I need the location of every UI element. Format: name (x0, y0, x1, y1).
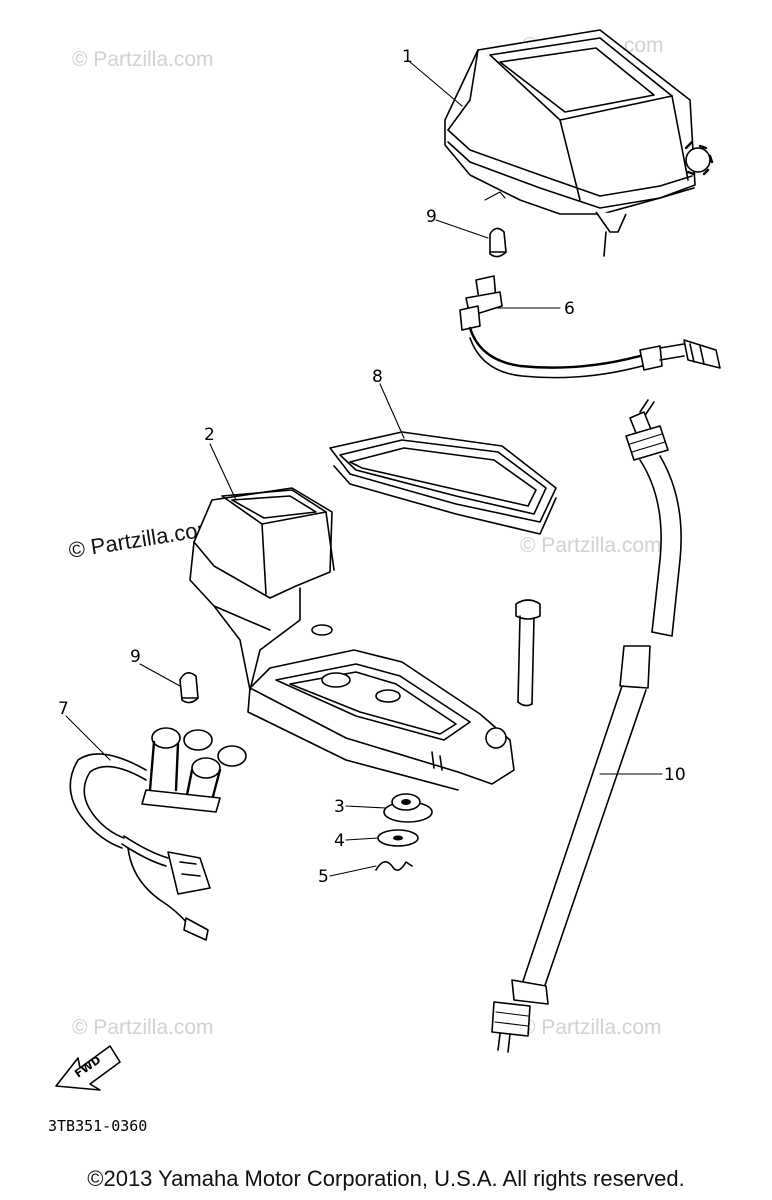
callout-2: 2 (204, 425, 215, 445)
part-5-clip (375, 861, 413, 871)
copyright-notice: ©2013 Yamaha Motor Corporation, U.S.A. A… (87, 1166, 685, 1191)
part-8-gasket (329, 431, 557, 535)
callout-1: 1 (402, 47, 413, 67)
meter-bracket (247, 624, 515, 791)
watermark: © Partzilla.com (72, 1016, 214, 1039)
part-10-speedometer-cable (491, 399, 682, 1053)
watermark: © Partzilla.com (520, 534, 662, 557)
diagram-code: 3TB351-0360 (48, 1117, 147, 1135)
bolt (515, 599, 541, 707)
callout-6: 6 (564, 299, 575, 319)
callout-5: 5 (318, 867, 329, 887)
part-4-washer (377, 829, 419, 847)
callout-4: 4 (334, 831, 345, 851)
callout-8: 8 (372, 367, 383, 387)
callout-7: 7 (58, 699, 69, 719)
watermark: © Partzilla.com (520, 1016, 662, 1039)
part-9-bulb-lower (179, 672, 199, 704)
part-1-meter-housing (444, 29, 714, 257)
part-3-grommet (383, 793, 433, 823)
part-9-bulb-upper (489, 227, 507, 258)
callout-9: 9 (426, 207, 437, 227)
watermark: © Partzilla.com (72, 48, 214, 71)
callout-10: 10 (664, 765, 686, 785)
part-6-socket-wire (459, 275, 721, 379)
callout-9: 9 (130, 647, 141, 667)
fwd-arrow: FWD (55, 1045, 121, 1091)
callout-3: 3 (334, 797, 345, 817)
part-2-meter-case (189, 487, 335, 691)
part-7-wire-harness (69, 727, 247, 941)
leader-lines (65, 61, 663, 877)
